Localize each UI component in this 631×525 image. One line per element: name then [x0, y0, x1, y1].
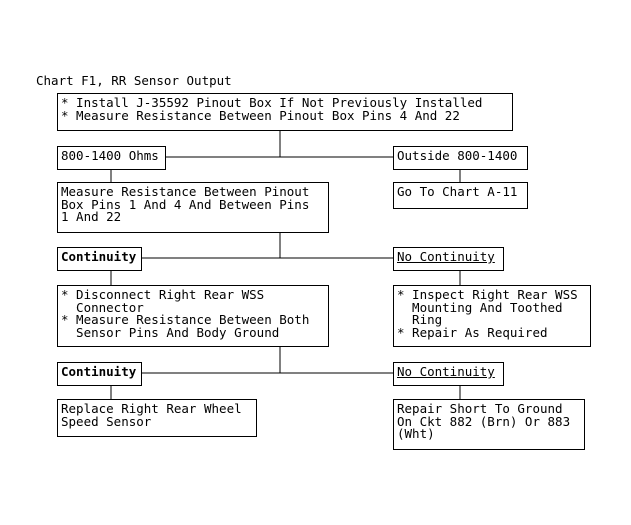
box-text-line: Measure Resistance Between Pinout	[61, 184, 310, 199]
box-text-line: Replace Right Rear Wheel	[61, 401, 242, 416]
box-text-line: * Inspect Right Rear WSS	[397, 287, 578, 302]
continuity-box-1: Continuity	[57, 247, 142, 271]
goto-chart-a11-box: Go To Chart A-11	[393, 182, 528, 209]
box-text-line: (Wht)	[397, 426, 435, 441]
box-text-line: On Ckt 882 (Brn) Or 883	[397, 413, 571, 429]
box-text-line: Ring	[397, 312, 443, 327]
box-text-line: * Measure Resistance Between Both	[61, 312, 310, 327]
disconnect-sensor-box: * Disconnect Right Rear WSS Connector* M…	[57, 285, 329, 347]
ohms-out-of-range-box: Outside 800-1400	[393, 146, 528, 170]
box-text-line: Sensor Pins And Body Ground	[61, 324, 280, 340]
box-text-line: Continuity	[61, 249, 137, 264]
no-continuity-box-1: No Continuity	[393, 247, 504, 271]
box-text-line: * Disconnect Right Rear WSS	[61, 287, 265, 302]
box-text-line: * Measure Resistance Between Pinout Box …	[61, 107, 460, 123]
chart-title: Chart F1, RR Sensor Output	[36, 73, 232, 88]
box-text-line: * Install J-35592 Pinout Box If Not Prev…	[61, 95, 483, 110]
box-text-line: No Continuity	[397, 249, 495, 264]
box-text-line: Speed Sensor	[61, 413, 152, 429]
box-text-line: 1 And 22	[61, 209, 122, 224]
box-text-line: Repair Short To Ground	[397, 401, 563, 416]
box-text-line: Connector	[61, 299, 144, 315]
continuity-box-2: Continuity	[57, 362, 142, 386]
box-text-line: * Repair As Required	[397, 324, 548, 340]
box-text-line: Outside 800-1400	[397, 148, 518, 163]
box-text-line: Go To Chart A-11	[397, 184, 518, 199]
install-box: * Install J-35592 Pinout Box If Not Prev…	[57, 93, 513, 131]
box-text-line: No Continuity	[397, 364, 495, 379]
box-text-line: Continuity	[61, 364, 137, 379]
box-text-line: Box Pins 1 And 4 And Between Pins	[61, 196, 310, 212]
box-text-line: Mounting And Toothed	[397, 299, 563, 315]
no-continuity-box-2: No Continuity	[393, 362, 504, 386]
ohms-in-range-box: 800-1400 Ohms	[57, 146, 166, 170]
box-text-line: 800-1400 Ohms	[61, 148, 159, 163]
inspect-sensor-box: * Inspect Right Rear WSS Mounting And To…	[393, 285, 591, 347]
